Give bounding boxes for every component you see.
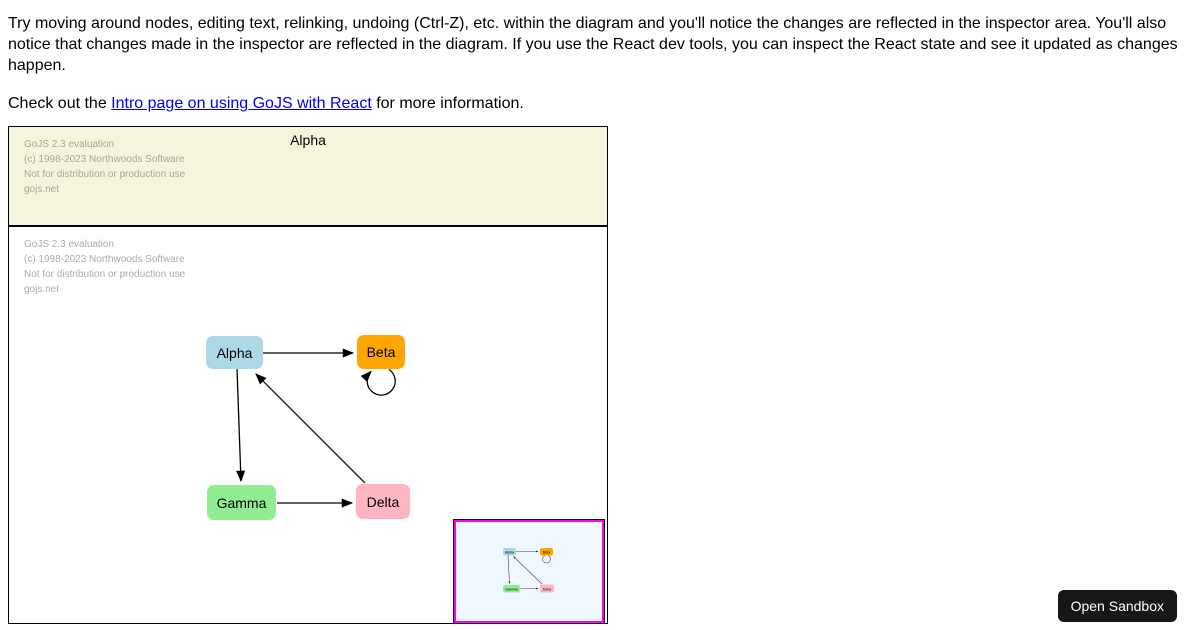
gojs-react-intro-link[interactable]: Intro page on using GoJS with React [111, 95, 372, 112]
node-gamma-label: Gamma [216, 494, 267, 511]
watermark-line: gojs.net [24, 184, 60, 195]
watermark-line: Not for distribution or production use [24, 269, 186, 280]
mini-node-alpha-label: Alpha [505, 551, 514, 555]
watermark-line: GoJS 2.3 evaluation [24, 139, 115, 150]
link-beta-self-loop[interactable] [360, 368, 396, 396]
watermark-line: gojs.net [24, 284, 60, 295]
palette-node-label: Alpha [290, 132, 326, 148]
mini-node-beta-label: Beta [543, 551, 550, 555]
mini-node-delta-label: Delta [543, 588, 551, 592]
mini-link-beta-self-loop [542, 554, 551, 564]
node-delta-label: Delta [366, 493, 400, 510]
overview-content: Alpha Beta Gamma Delta [503, 548, 554, 593]
gojs-watermark: GoJS 2.3 evaluation (c) 1998-2023 Northw… [24, 137, 185, 197]
intro-paragraph: Try moving around nodes, editing text, r… [8, 15, 1178, 74]
mini-node-gamma-label: Gamma [505, 588, 518, 592]
link-alpha-gamma[interactable] [236, 368, 246, 483]
node-delta[interactable]: Delta [356, 484, 410, 519]
link-delta-alpha[interactable] [255, 373, 366, 484]
node-gamma[interactable]: Gamma [207, 485, 276, 520]
node-alpha[interactable]: Alpha [206, 336, 263, 369]
overview-minimap[interactable]: Alpha Beta Gamma Delta [453, 519, 605, 624]
watermark-line: Not for distribution or production use [24, 169, 186, 180]
page: Try moving around nodes, editing text, r… [0, 13, 1200, 630]
gojs-watermark: GoJS 2.3 evaluation (c) 1998-2023 Northw… [24, 237, 185, 297]
mini-link-alpha-gamma [507, 555, 511, 584]
intro-paragraph-2-prefix: Check out the [8, 95, 112, 112]
node-beta[interactable]: Beta [357, 335, 405, 369]
diagram-canvas[interactable]: GoJS 2.3 evaluation (c) 1998-2023 Northw… [8, 226, 608, 624]
node-alpha-label: Alpha [216, 344, 253, 361]
mini-node-beta [540, 548, 553, 556]
node-beta-label: Beta [366, 344, 396, 360]
intro-paragraph-2-suffix: for more information. [371, 95, 524, 112]
mini-node-delta [540, 584, 554, 593]
diagram-links-layer [236, 348, 396, 508]
palette-panel[interactable]: GoJS 2.3 evaluation (c) 1998-2023 Northw… [8, 126, 608, 226]
mini-link-delta-alpha [513, 556, 543, 585]
watermark-line: GoJS 2.3 evaluation [24, 239, 115, 250]
open-sandbox-button[interactable]: Open Sandbox [1057, 590, 1177, 622]
intro-paragraph-2: Check out the Intro page on using GoJS w… [8, 93, 1192, 114]
mini-node-gamma [503, 585, 520, 593]
watermark-line: (c) 1998-2023 Northwoods Software [24, 254, 185, 265]
mini-node-alpha [503, 548, 516, 556]
watermark-line: (c) 1998-2023 Northwoods Software [24, 154, 185, 165]
